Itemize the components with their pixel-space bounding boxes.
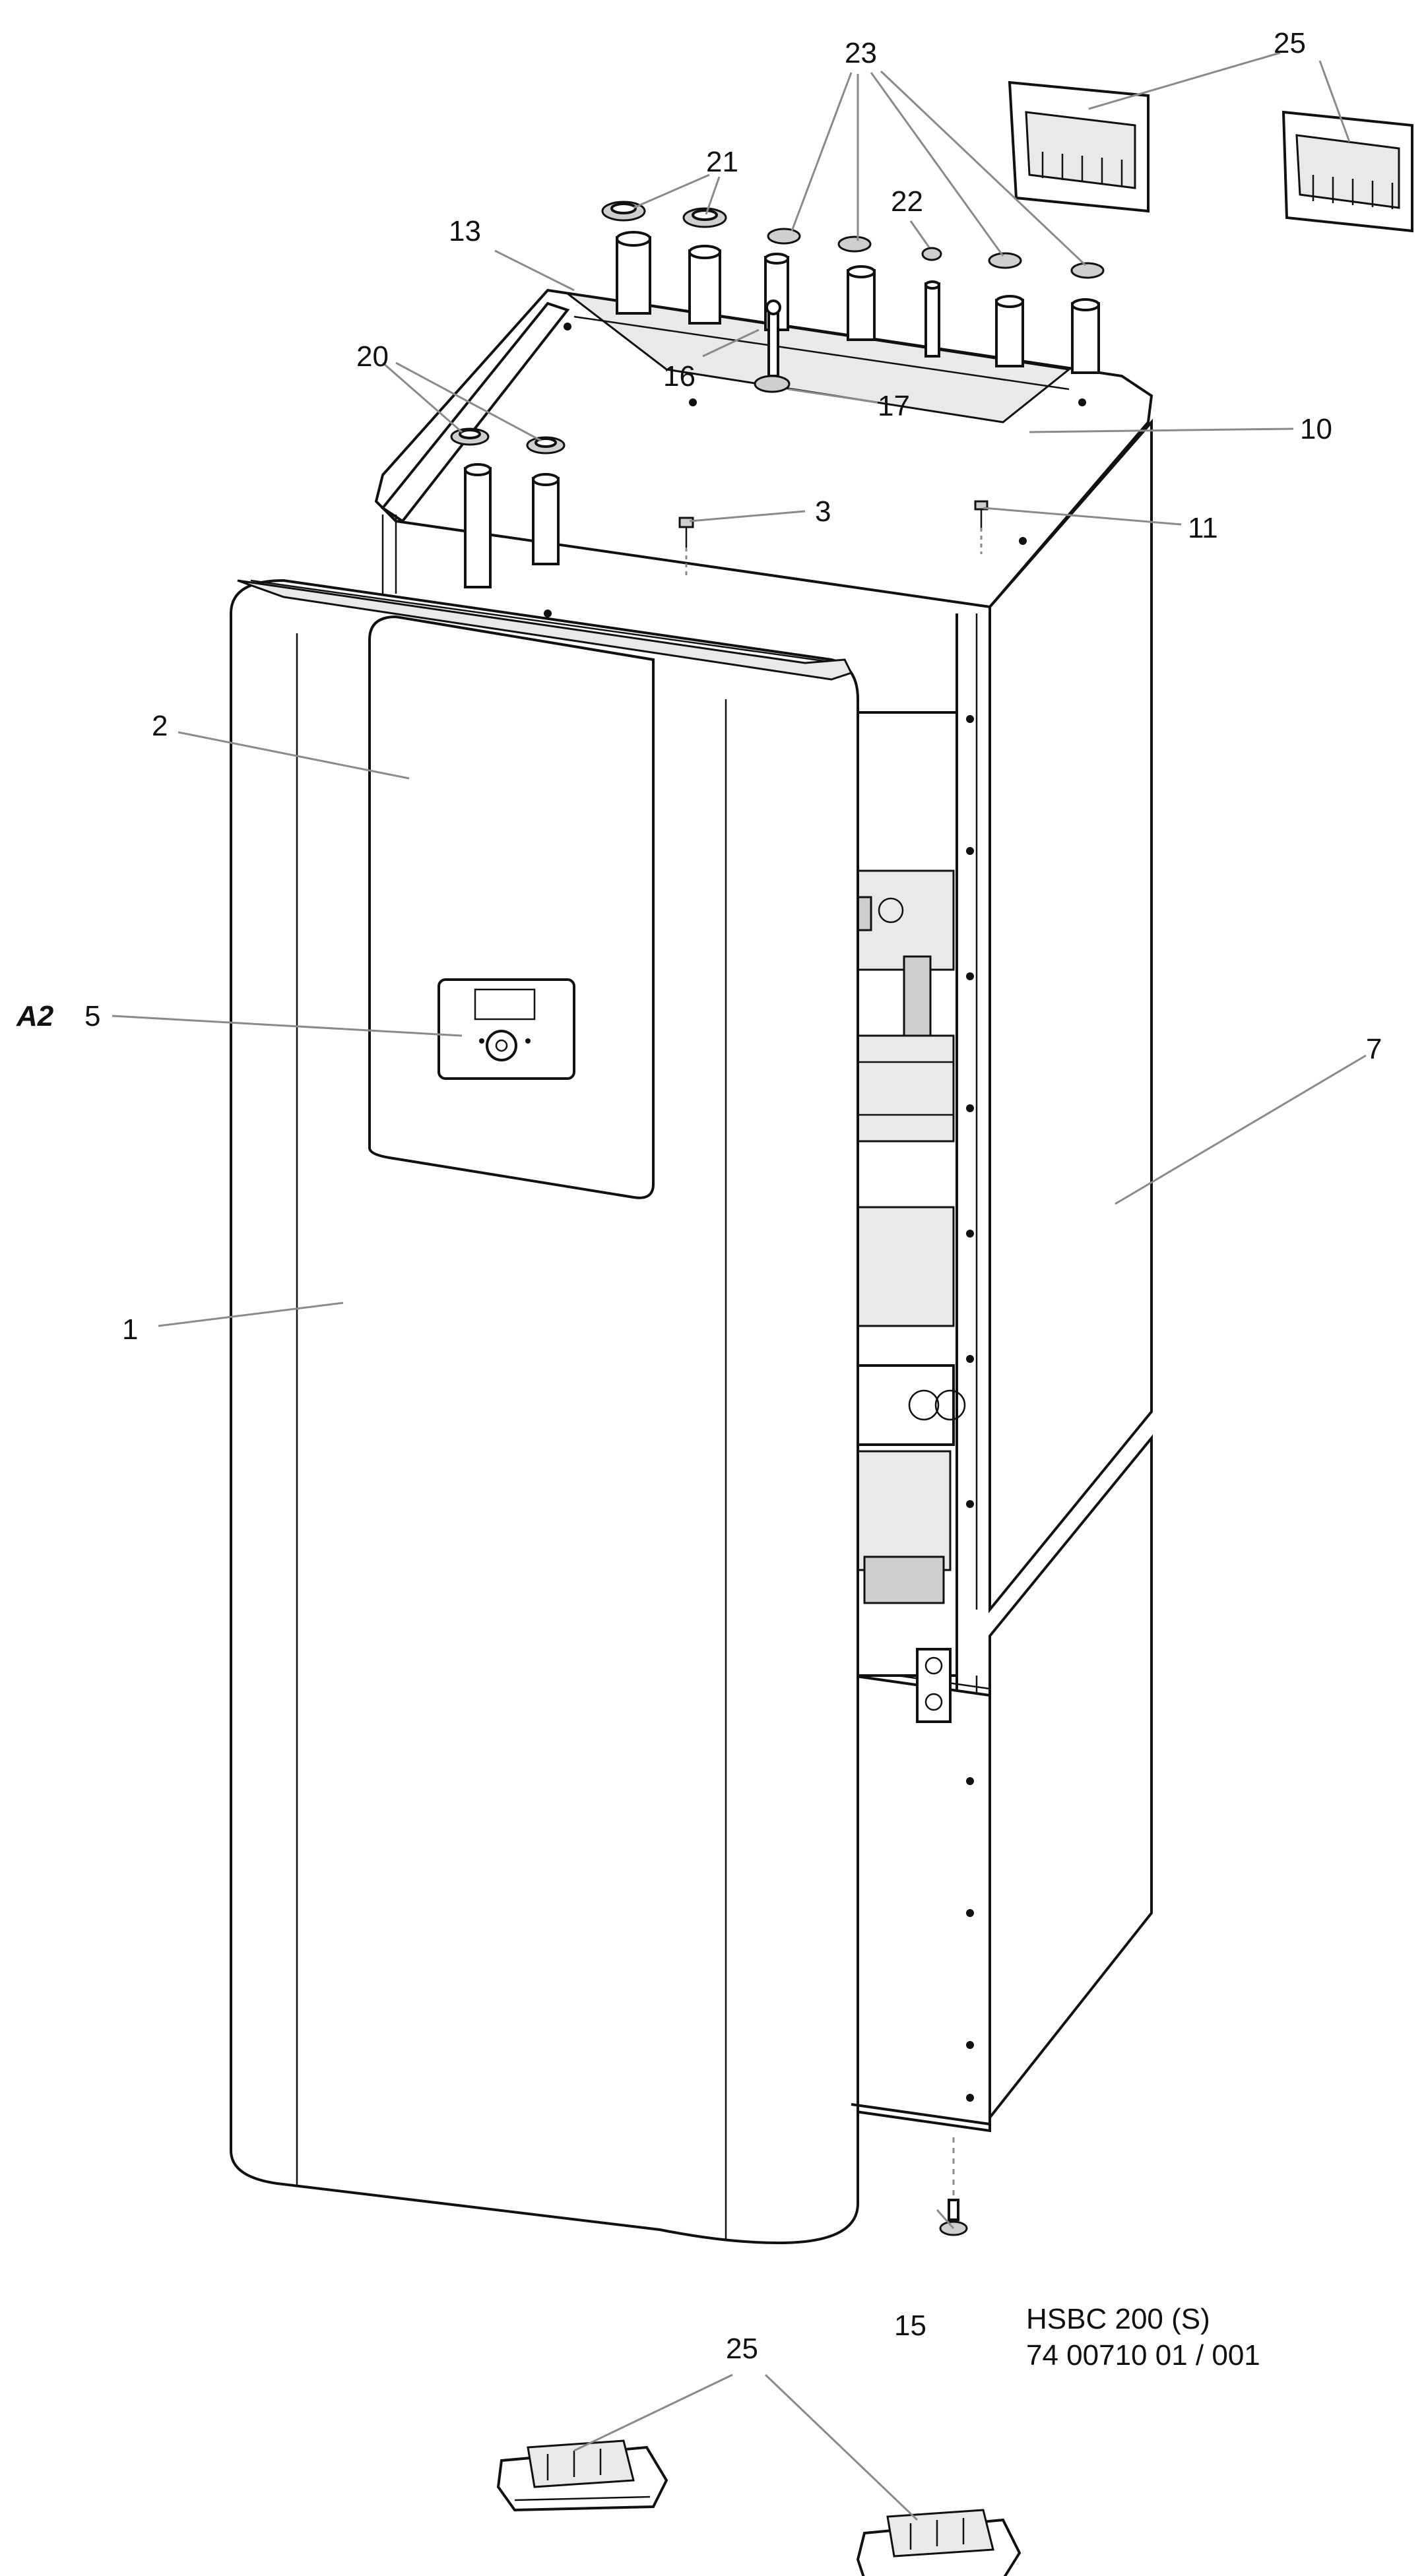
screws (678, 500, 988, 577)
handle-top-left (1008, 80, 1150, 213)
label-25-bottom: 25 (726, 2333, 758, 2365)
label-17: 17 (878, 390, 910, 422)
internal-components (850, 711, 966, 1723)
foot (939, 2137, 968, 2236)
label-11: 11 (1188, 512, 1218, 544)
side-panel-lower (850, 1434, 1153, 2133)
rings (450, 201, 1105, 455)
label-1: 1 (122, 1313, 138, 1346)
label-23: 23 (845, 37, 877, 69)
handle-bottom-right (856, 2509, 1021, 2576)
base-plate (851, 2094, 990, 2125)
side-panel-upper (956, 418, 1153, 1614)
label-3: 3 (815, 495, 831, 528)
label-15: 15 (894, 2309, 926, 2342)
label-25-top: 25 (1274, 27, 1306, 59)
control-unit (438, 978, 575, 1080)
label-21: 21 (706, 146, 738, 178)
caption: HSBC 200 (S) 74 00710 01 / 001 (1026, 2303, 1260, 2372)
label-22: 22 (891, 185, 923, 218)
label-2: 2 (152, 710, 168, 742)
label-20: 20 (356, 340, 389, 373)
label-10: 10 (1300, 413, 1332, 445)
upper-front-cover (368, 615, 655, 1199)
frame-left (381, 301, 570, 594)
side-rail-dots (966, 715, 974, 2049)
leader-lines (112, 51, 1367, 2521)
caption-part-number: 74 00710 01 / 001 (1026, 2339, 1260, 2372)
callout-labels: 1 2 3 A2 5 7 10 11 13 15 16 17 20 21 22 … (16, 27, 1382, 2365)
pipe-connections (464, 231, 1100, 588)
label-13: 13 (449, 215, 481, 247)
handle-top-right (1281, 110, 1413, 233)
label-7: 7 (1366, 1033, 1382, 1065)
label-5: 5 (84, 1000, 100, 1032)
caption-model: HSBC 200 (S) (1026, 2303, 1210, 2335)
label-16: 16 (663, 360, 696, 393)
label-a2: A2 (16, 1000, 54, 1032)
handle-bottom-left (496, 2439, 668, 2512)
